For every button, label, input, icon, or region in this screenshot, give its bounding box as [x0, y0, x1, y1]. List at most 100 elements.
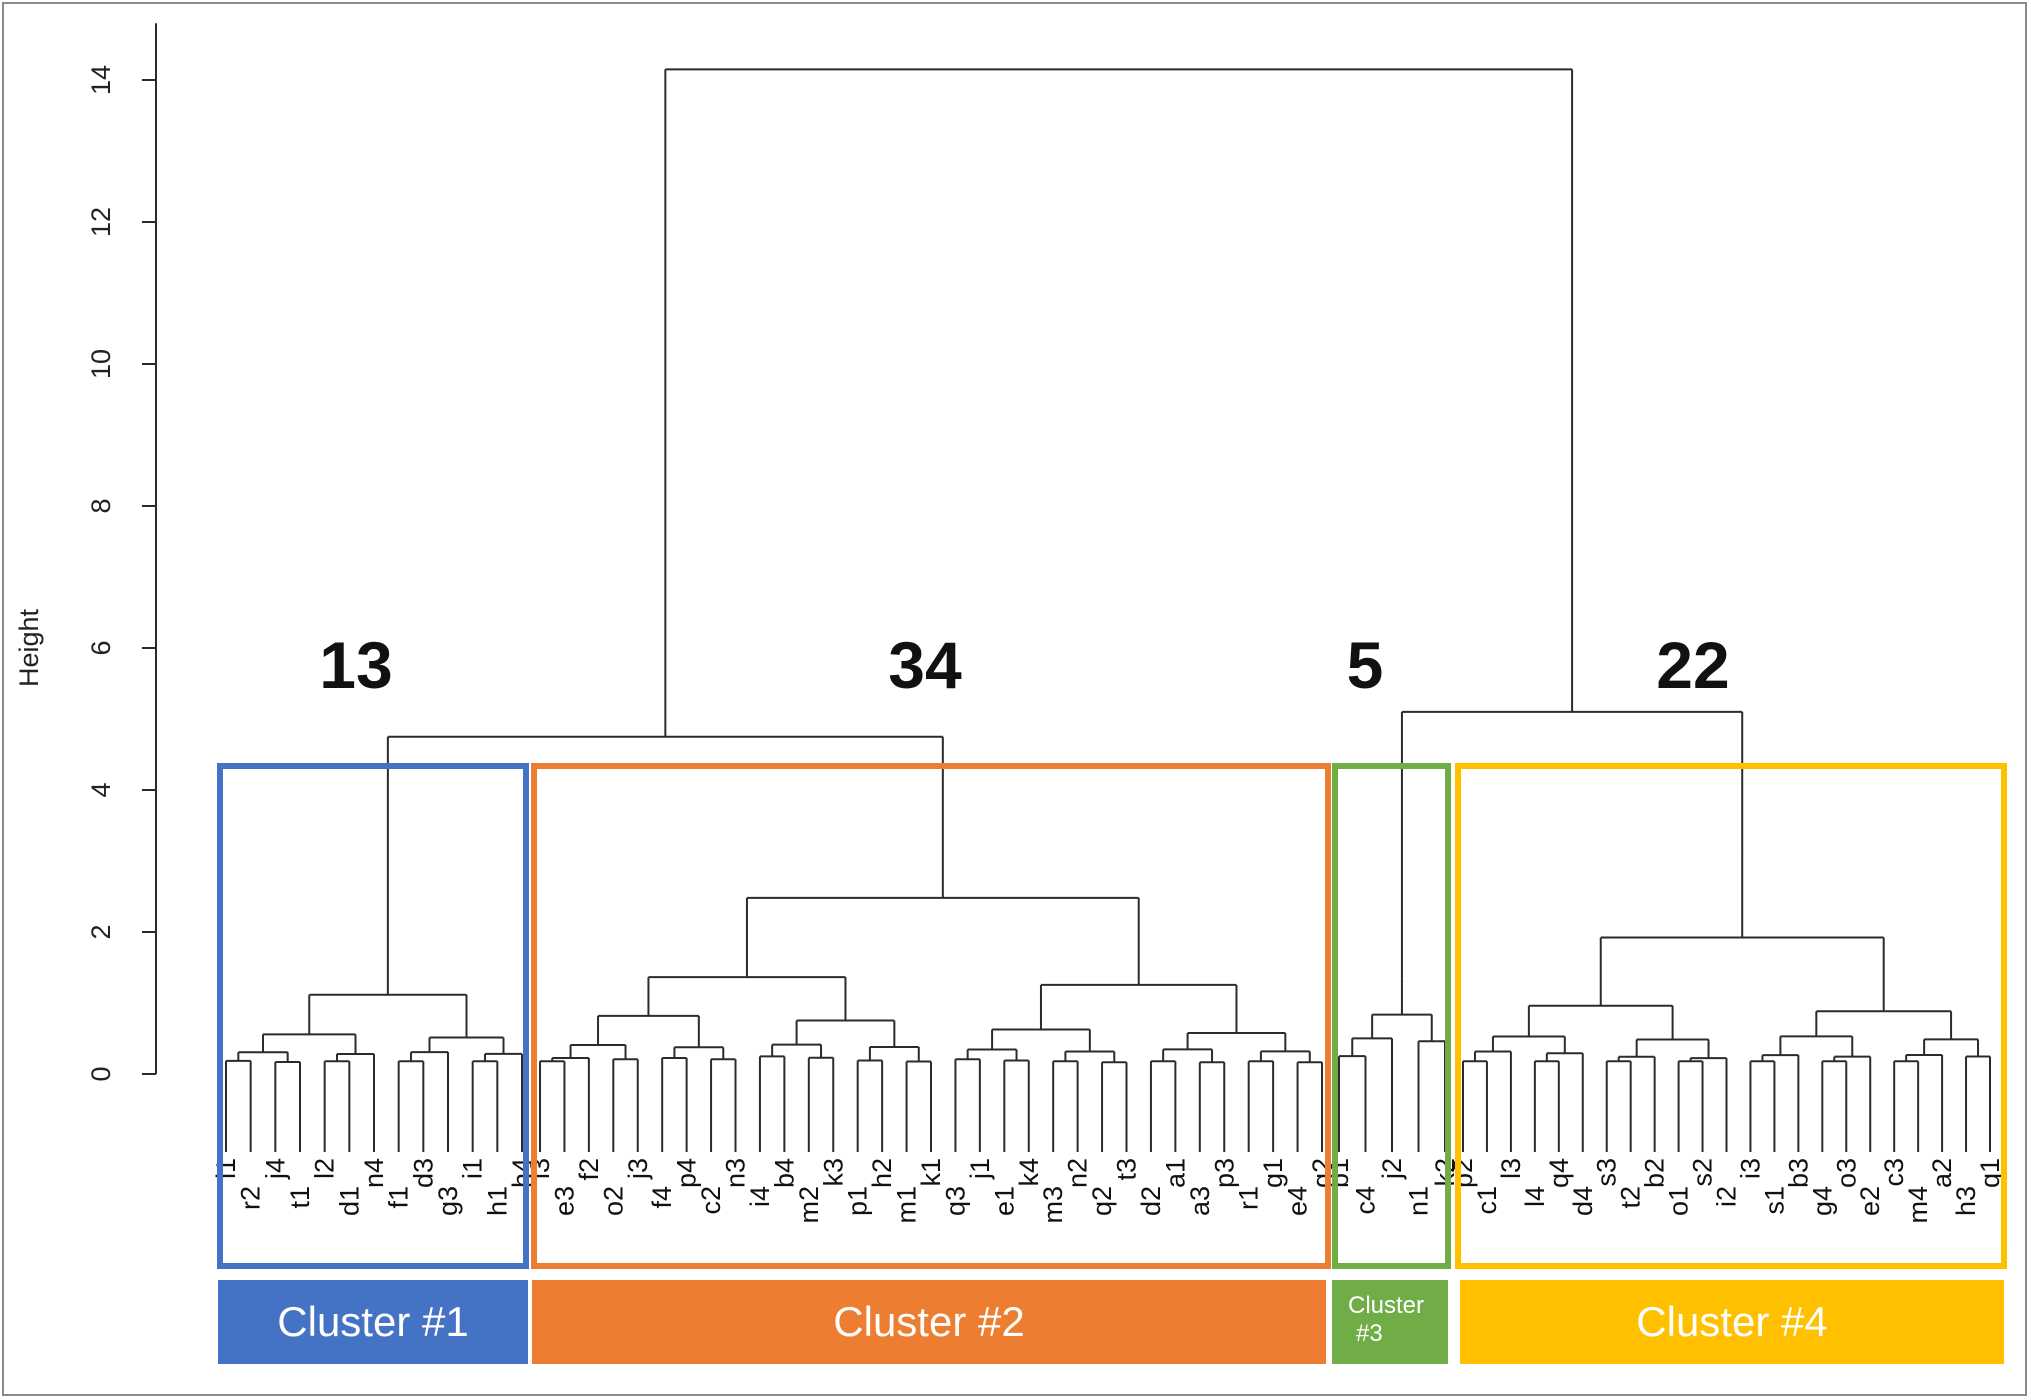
cluster-band: [1332, 1280, 1448, 1364]
leaf-label: j2: [1377, 1158, 1407, 1180]
leaf-label: i3: [525, 1158, 555, 1179]
cluster-band-label: Cluster #1: [277, 1298, 468, 1345]
leaf-label: n2: [1063, 1158, 1093, 1188]
leaf-label: j1: [965, 1158, 995, 1180]
leaf-label: t1: [285, 1186, 315, 1209]
leaf-label: o3: [1831, 1158, 1861, 1188]
y-tick-label: 0: [86, 1066, 116, 1081]
leaf-label: n3: [721, 1158, 751, 1188]
y-tick-label: 6: [86, 640, 116, 655]
leaf-label: s1: [1759, 1186, 1789, 1215]
leaf-label: e2: [1855, 1186, 1885, 1216]
leaf-label: l3: [1496, 1158, 1526, 1179]
cluster-count: 22: [1656, 628, 1729, 702]
y-axis-title: Height: [14, 608, 44, 687]
leaf-label: i1: [458, 1158, 488, 1179]
leaf-label: q2: [1087, 1186, 1117, 1216]
dendrogram-tree: [225, 68, 1991, 1152]
leaf-label: h3: [1951, 1186, 1981, 1216]
leaf-label: n4: [359, 1158, 389, 1188]
leaf-label: m4: [1903, 1186, 1933, 1224]
leaf-label: o2: [598, 1186, 628, 1216]
leaf-label: e1: [989, 1186, 1019, 1216]
leaf-label: f2: [574, 1158, 604, 1181]
leaf-label: h2: [867, 1158, 897, 1188]
leaf-label: e4: [1283, 1186, 1313, 1216]
y-tick-label: 4: [86, 782, 116, 797]
cluster-boxes: [217, 763, 2007, 1269]
cluster-box: [1332, 763, 1451, 1269]
leaf-label: p4: [672, 1158, 702, 1188]
leaf-label: l2: [310, 1158, 340, 1179]
leaf-label: p1: [843, 1186, 873, 1216]
cluster-band: [1460, 1280, 2004, 1364]
leaf-label: l1: [211, 1158, 241, 1179]
cluster-band-label: Cluster #2: [833, 1298, 1024, 1345]
cluster-band-label-line1: Cluster: [1348, 1292, 1424, 1319]
leaf-label: t2: [1616, 1186, 1646, 1209]
leaf-label: d4: [1568, 1186, 1598, 1216]
leaf-label: g1: [1258, 1158, 1288, 1188]
cluster-band: [218, 1280, 528, 1364]
leaf-label: f4: [647, 1186, 677, 1209]
leaf-label: i2: [1712, 1186, 1742, 1207]
leaf-label: a3: [1185, 1186, 1215, 1216]
leaf-label: i3: [1735, 1158, 1765, 1179]
y-tick-label: 14: [86, 65, 116, 95]
y-tick-label: 2: [86, 924, 116, 939]
leaf-label: q4: [1544, 1158, 1574, 1188]
cluster-box: [1455, 763, 2007, 1269]
cluster-bands: Cluster #1 Cluster #2 Cluster#3 Cluster #4: [218, 1280, 2004, 1364]
leaf-label: n1: [1404, 1186, 1434, 1216]
y-tick-label: 8: [86, 498, 116, 513]
cluster-band: [532, 1280, 1326, 1364]
cluster-band-label: Cluster #4: [1636, 1298, 1827, 1345]
leaf-label: b3: [1783, 1158, 1813, 1188]
y-tick-label: 12: [86, 207, 116, 237]
leaf-label: m1: [892, 1186, 922, 1224]
leaf-label: g3: [433, 1186, 463, 1216]
leaf-label: a1: [1160, 1158, 1190, 1188]
leaf-label: t3: [1112, 1158, 1142, 1181]
leaf-label: g4: [1807, 1186, 1837, 1216]
cluster-box: [217, 763, 529, 1269]
leaf-label: e3: [549, 1186, 579, 1216]
leaf-label: m2: [794, 1186, 824, 1224]
leaf-label: a2: [1927, 1158, 1957, 1188]
leaf-label: k4: [1014, 1158, 1044, 1187]
leaf-label: s2: [1688, 1158, 1718, 1187]
y-tick-label: 10: [86, 349, 116, 379]
leaf-label: p3: [1209, 1158, 1239, 1188]
leaf-label: k3: [818, 1158, 848, 1187]
leaf-label: b4: [769, 1158, 799, 1188]
leaf-label: k1: [916, 1158, 946, 1187]
leaf-label: c4: [1351, 1186, 1381, 1215]
leaf-label: q1: [1975, 1158, 2005, 1188]
leaf-label: r1: [1234, 1186, 1264, 1210]
leaf-label: c2: [696, 1186, 726, 1215]
leaf-label: p2: [1448, 1158, 1478, 1188]
leaf-label: s3: [1592, 1158, 1622, 1187]
cluster-box: [531, 763, 1331, 1269]
leaf-label: b2: [1640, 1158, 1670, 1188]
leaf-label: m3: [1038, 1186, 1068, 1224]
leaf-label: d3: [408, 1158, 438, 1188]
cluster-count: 5: [1347, 628, 1384, 702]
leaf-label: f1: [384, 1186, 414, 1209]
leaf-label: q3: [940, 1186, 970, 1216]
leaf-label: j4: [260, 1158, 290, 1180]
leaf-label: i4: [745, 1186, 775, 1207]
cluster-count: 13: [319, 628, 392, 702]
leaf-label: c1: [1472, 1186, 1502, 1215]
leaf-label: h1: [482, 1186, 512, 1216]
cluster-counts: 13 34 5 22: [319, 628, 1729, 702]
cluster-count: 34: [888, 628, 962, 702]
leaf-labels: l1r2j4t1l2d1n4f1d3g3i1h1h4i3e3f2o2j3f4p4…: [211, 1158, 2005, 1224]
leaf-label: o1: [1664, 1186, 1694, 1216]
leaf-label: r2: [236, 1186, 266, 1210]
cluster-band-label-line2: #3: [1356, 1320, 1383, 1347]
leaf-label: d2: [1136, 1186, 1166, 1216]
leaf-label: j3: [623, 1158, 653, 1180]
